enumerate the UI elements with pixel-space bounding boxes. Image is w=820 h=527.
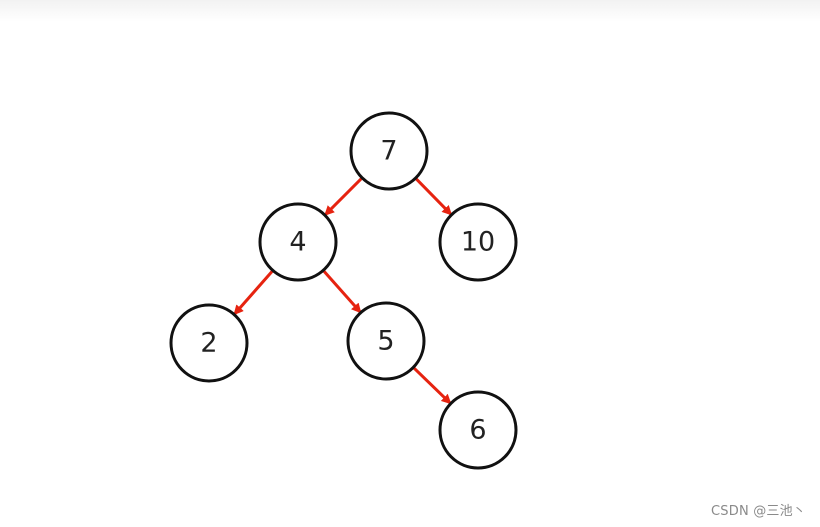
node-circle — [258, 202, 338, 282]
node-circle — [349, 111, 429, 191]
node-label: 2 — [200, 328, 217, 359]
tree-node-4: 4 — [258, 202, 338, 282]
tree-node-5: 5 — [346, 301, 426, 381]
node-circle — [346, 301, 426, 381]
node-label: 10 — [461, 227, 495, 258]
top-shadow-strip — [0, 0, 820, 22]
nodes-layer: 7 4 10 2 5 6 — [169, 111, 518, 470]
node-label: 4 — [289, 227, 306, 258]
node-label: 7 — [380, 136, 397, 167]
edges-layer — [233, 177, 453, 405]
edge-arrow-7-to-10 — [415, 177, 453, 216]
tree-node-10: 10 — [438, 202, 518, 282]
watermark-text: CSDN @三池丶 — [711, 504, 806, 519]
node-circle — [438, 202, 518, 282]
node-label: 5 — [377, 326, 394, 357]
edge-arrow-5-to-6 — [412, 367, 452, 405]
tree-node-7: 7 — [349, 111, 429, 191]
tree-node-2: 2 — [169, 303, 249, 383]
node-label: 6 — [469, 415, 486, 446]
node-circle — [438, 390, 518, 470]
edge-arrow-7-to-4 — [324, 177, 363, 216]
edge-arrow-4-to-2 — [233, 270, 274, 316]
edge-arrow-4-to-5 — [322, 270, 362, 314]
tree-node-6: 6 — [438, 390, 518, 470]
node-circle — [169, 303, 249, 383]
